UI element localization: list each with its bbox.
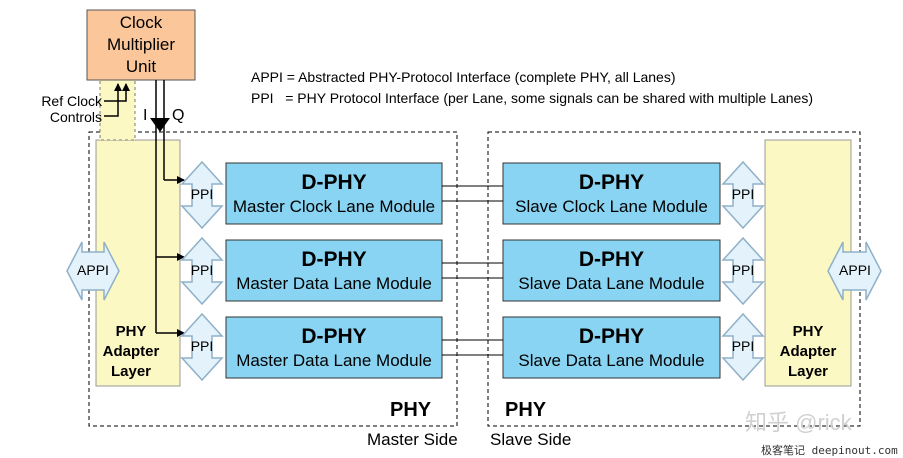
master-side-label: Master Side [367, 430, 458, 449]
master-module-2-subtitle: Master Data Lane Module [236, 274, 432, 293]
master-appi-label: APPI [77, 262, 109, 278]
slave-module-3: D-PHY Slave Data Lane Module [503, 325, 720, 373]
master-appi-arrow [66, 241, 120, 301]
slave-adapter-label: PHY Adapter Layer [775, 322, 841, 382]
master-ppi-label-2: PPI [190, 262, 214, 278]
master-ppi-arrow-1 [180, 160, 224, 230]
slave-adapter-line-1: PHY [792, 323, 824, 340]
master-phy-label: PHY [390, 399, 432, 421]
legend-appi: APPI = Abstracted PHY-Protocol Interface… [251, 69, 676, 85]
master-ppi-arrow-2 [180, 236, 224, 306]
master-module-1-title: D-PHY [301, 171, 367, 194]
slave-module-2-title: D-PHY [578, 248, 645, 271]
clock-unit-line-3: Unit [125, 57, 157, 76]
q-signal-label: Q [172, 107, 185, 124]
slave-module-box-3 [502, 316, 721, 379]
master-module-3-subtitle: Master Data Lane Module [236, 351, 432, 370]
slave-appi-label: APPI [839, 262, 871, 278]
master-module-1: D-PHY Master Clock Lane Module [226, 171, 442, 219]
clock-multiplier-label: Clock Multiplier Unit [87, 12, 195, 78]
master-module-box-1 [225, 162, 443, 225]
master-ppi-label-3: PPI [190, 338, 214, 354]
controls-arrow [104, 83, 122, 117]
master-adapter-label: PHY Adapter Layer [98, 322, 164, 382]
master-module-box-2 [225, 239, 443, 302]
slave-ppi-label-2: PPI [731, 262, 755, 278]
master-ppi-arrow-3 [180, 312, 224, 382]
master-ppi-label-1: PPI [190, 186, 214, 202]
slave-module-1-subtitle: Slave Clock Lane Module [515, 197, 708, 216]
slave-module-1: D-PHY Slave Clock Lane Module [503, 171, 720, 219]
controls-label: Controls [49, 109, 102, 125]
slave-module-box-1 [502, 162, 721, 225]
master-adapter-line-1: PHY [115, 323, 147, 340]
master-module-3-title: D-PHY [301, 325, 367, 348]
master-module-box-3 [225, 316, 443, 379]
slave-module-2-subtitle: Slave Data Lane Module [518, 274, 705, 293]
master-module-1-subtitle: Master Clock Lane Module [232, 197, 436, 216]
slave-side-label: Slave Side [490, 430, 572, 449]
clock-multiplier-unit [86, 9, 196, 81]
master-module-2-title: D-PHY [301, 248, 367, 271]
ref-clock-arrow [104, 83, 130, 102]
slave-ppi-label-3: PPI [731, 338, 755, 354]
slave-ppi-arrow-2 [721, 236, 765, 306]
slave-adapter-line-2: Adapter [779, 343, 837, 360]
slave-adapter-line-3: Layer [787, 363, 829, 380]
slave-ppi-label-1: PPI [731, 186, 755, 202]
lane-links [442, 185, 503, 356]
iq-arrow-head [150, 118, 170, 132]
slave-module-2: D-PHY Slave Data Lane Module [503, 248, 720, 296]
master-module-3: D-PHY Master Data Lane Module [226, 325, 442, 373]
slave-phy-label: PHY [505, 399, 547, 421]
slave-module-3-title: D-PHY [578, 325, 645, 348]
i-signal-label: I [143, 107, 148, 124]
slave-module-1-title: D-PHY [578, 171, 645, 194]
clock-unit-line-1: Clock [119, 13, 163, 32]
clock-unit-line-2: Multiplier [106, 35, 176, 54]
slave-appi-arrow [827, 241, 882, 301]
slave-ppi-arrow-1 [721, 160, 765, 230]
master-module-2: D-PHY Master Data Lane Module [226, 248, 442, 296]
legend-ppi: PPI = PHY Protocol Interface (per Lane, … [251, 90, 813, 106]
slave-module-3-subtitle: Slave Data Lane Module [518, 351, 705, 370]
slave-module-box-2 [502, 239, 721, 302]
slave-ppi-arrow-3 [721, 312, 765, 382]
ref-clock-label: Ref Clock [41, 93, 102, 109]
master-adapter-line-2: Adapter [102, 343, 160, 360]
watermark-text: 知乎 @rick [745, 410, 852, 435]
footer-text: 极客笔记 deepinout.com [761, 444, 898, 457]
master-adapter-line-3: Layer [110, 363, 152, 380]
